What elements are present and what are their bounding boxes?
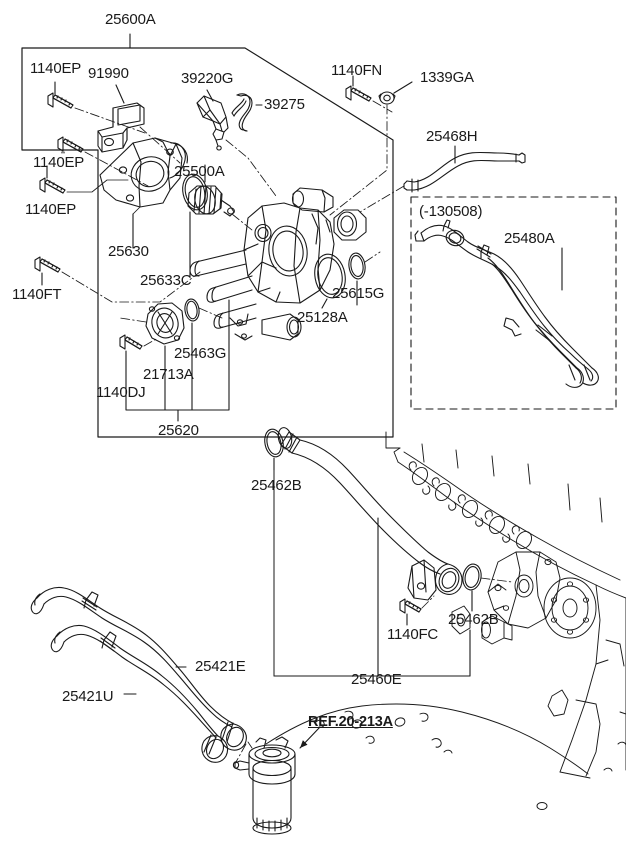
- label-25421u: 25421U: [62, 688, 114, 705]
- part-25462b-oring-left: [264, 428, 284, 471]
- label-25462b-1: 25462B: [251, 477, 302, 494]
- label-1140ep-3: 1140EP: [25, 201, 77, 218]
- bolt-1140ep-3: [39, 165, 66, 194]
- label-1140ep-2: 1140EP: [33, 154, 85, 171]
- label-25480a: 25480A: [504, 230, 555, 247]
- label-25633c: 25633C: [140, 272, 192, 289]
- bolt-1140ep-2: [57, 136, 84, 154]
- part-25128a-housing: [189, 187, 367, 341]
- part-25630-housing-cover: [99, 137, 188, 249]
- part-25615g-oring: [348, 252, 366, 306]
- variant-box-130508: [410, 196, 617, 410]
- label-25615g: 25615G: [332, 285, 385, 302]
- part-39275-clip: [231, 93, 253, 132]
- part-25421u-hose: [50, 624, 229, 763]
- bolt-1140fc: [399, 598, 422, 626]
- label-25630: 25630: [108, 243, 149, 260]
- part-25500a-thermostat: [187, 164, 235, 217]
- label-25468h: 25468H: [426, 128, 478, 145]
- part-ref-20-213a-filter: [232, 726, 321, 835]
- label-1339ga: 1339GA: [420, 69, 474, 86]
- label-25463g: 25463G: [174, 345, 227, 362]
- bolt-1140ft: [34, 256, 61, 286]
- label-25600a: 25600A: [105, 11, 156, 28]
- label-1140fn: 1140FN: [331, 62, 383, 79]
- bolt-1140ep-1: [47, 81, 74, 109]
- part-25421e-hose: [30, 586, 247, 751]
- label-date-note: (-130508): [419, 203, 483, 220]
- label-1140fc: 1140FC: [387, 626, 439, 643]
- label-1140ep-1: 1140EP: [30, 60, 82, 77]
- part-25462b-oring-right: [462, 563, 482, 612]
- part-25468h-hose: [403, 145, 526, 193]
- engine-block-reference: [265, 431, 626, 810]
- label-1140ft: 1140FT: [12, 286, 62, 303]
- part-25480a-pipe: [414, 219, 599, 388]
- label-25620: 25620: [158, 422, 199, 439]
- label-91990: 91990: [88, 65, 129, 82]
- label-25421e: 25421E: [195, 658, 246, 675]
- part-25463g-oring: [184, 298, 200, 346]
- part-25128a-flange-oring: [314, 253, 346, 299]
- label-1140dj: 1140DJ: [96, 384, 146, 401]
- part-25460e-pipe: [277, 427, 463, 677]
- label-25462b-2: 25462B: [448, 611, 499, 628]
- label-39220g: 39220G: [181, 70, 234, 87]
- label-25128a: 25128A: [297, 309, 348, 326]
- label-25500a: 25500A: [174, 163, 225, 180]
- label-39275: 39275: [264, 96, 305, 113]
- label-25460e: 25460E: [351, 671, 402, 688]
- label-ref-20-213a: REF.20-213A: [308, 714, 393, 730]
- bracket-91990: [97, 84, 145, 153]
- label-21713a: 21713A: [143, 366, 194, 383]
- sub-assembly-bracket-25620: [125, 299, 230, 422]
- part-39220g-sensor: [196, 89, 229, 151]
- bolt-1140fn: [345, 75, 372, 102]
- part-21713a-cover: [145, 302, 185, 384]
- part-1339ga-washer: [378, 81, 413, 105]
- bolt-1140dj: [119, 334, 143, 384]
- main-assembly-bracket: [21, 33, 394, 438]
